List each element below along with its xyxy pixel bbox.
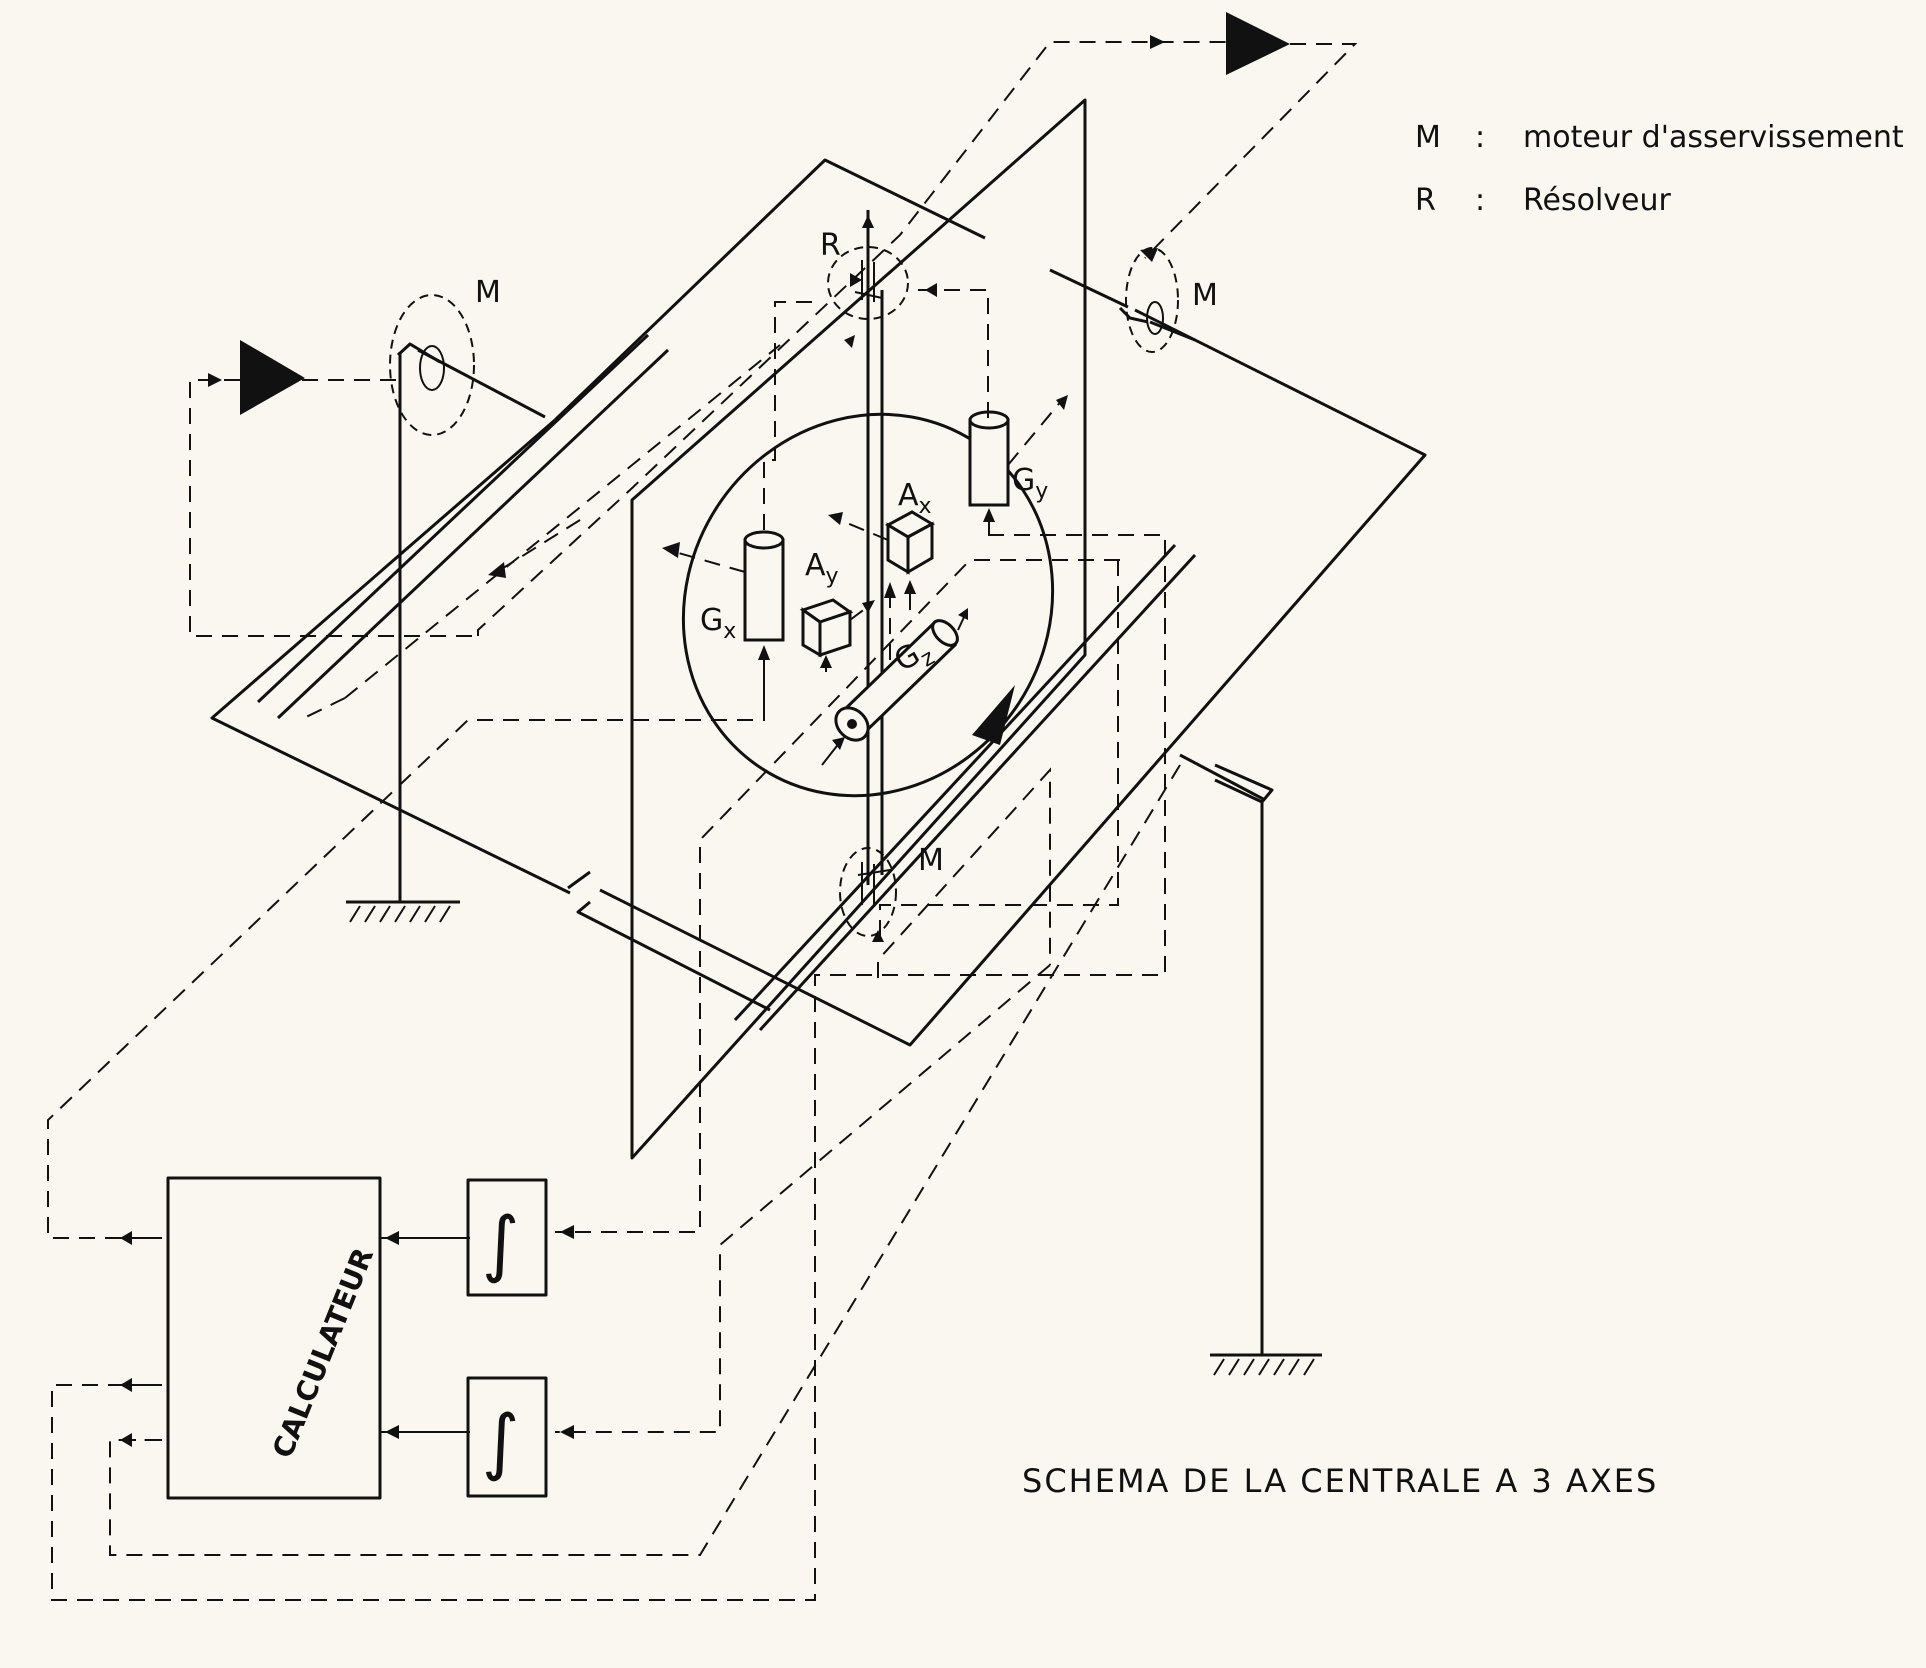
gimbal-shafts	[256, 210, 1266, 1032]
computer-block: CALCULATEUR	[120, 1176, 470, 1500]
integrator-bottom-symbol: ∫	[482, 1399, 520, 1483]
motor-right: M	[1118, 247, 1218, 353]
legend-sep-resolver: :	[1475, 183, 1486, 218]
computer-label: CALCULATEUR	[266, 1243, 380, 1462]
outer-gimbal-plane	[210, 158, 1427, 1047]
gyro-x: Gx	[662, 530, 785, 705]
integrator-top: ∫	[466, 1178, 548, 1297]
gyro-y: Gy	[968, 395, 1068, 535]
ground-left	[346, 352, 460, 923]
legend-entry-motor: M: moteur d'asservissement	[1415, 120, 1904, 155]
gyro-z: Gz	[821, 582, 968, 766]
legend-entry-resolver: R: Résolveur	[1415, 183, 1671, 218]
legend-key-resolver: R	[1415, 183, 1436, 218]
integrator-bottom: ∫	[466, 1376, 548, 1498]
integrator-top-symbol: ∫	[482, 1201, 520, 1285]
legend-sep-motor: :	[1475, 120, 1486, 155]
motor-bottom: M	[839, 843, 944, 937]
gyro-y-label: Gy	[1012, 463, 1048, 504]
motor-bottom-label: M	[918, 843, 944, 878]
signal-paths	[47, 41, 1358, 1601]
amplifier-top	[1226, 12, 1290, 75]
gyro-x-label: Gx	[700, 603, 736, 644]
legend-text-motor: moteur d'asservissement	[1523, 120, 1904, 155]
amplifier-left	[240, 340, 305, 415]
ground-right	[1210, 763, 1322, 1376]
resolver: R	[820, 228, 909, 320]
motor-left: M	[389, 275, 501, 436]
legend-key-motor: M	[1415, 120, 1441, 155]
amplifier-center	[972, 685, 1015, 745]
legend-text-resolver: Résolveur	[1523, 183, 1671, 218]
resolver-label: R	[820, 228, 841, 263]
amplifiers	[240, 12, 1290, 745]
accel-y-label: Ay	[805, 548, 839, 589]
accel-x-label: Ax	[898, 478, 932, 519]
motor-right-label: M	[1192, 278, 1218, 313]
accelerometer-y: Ay	[799, 548, 875, 672]
diagram-title: SCHEMA DE LA CENTRALE A 3 AXES	[1022, 1462, 1659, 1500]
motor-left-label: M	[475, 275, 501, 310]
accelerometer-x: Ax	[828, 478, 936, 610]
